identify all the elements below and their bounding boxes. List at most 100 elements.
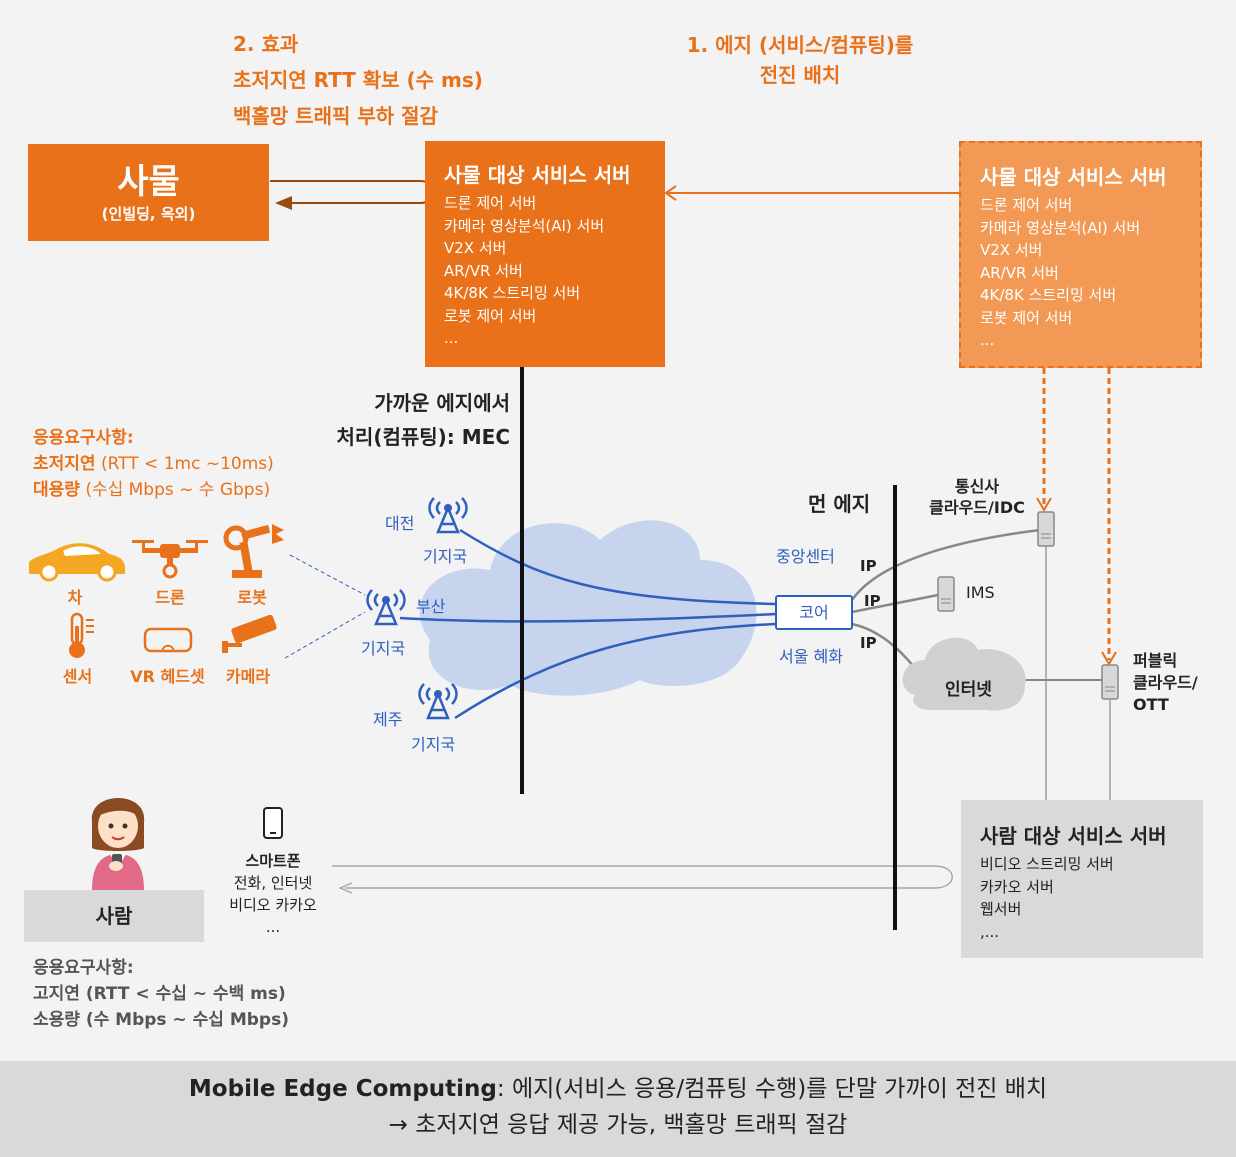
thing-req-title: 응용요구사항:	[33, 428, 134, 448]
far-edge-line	[893, 485, 897, 930]
edge-server-item: 카메라 영상분석(AI) 서버	[444, 216, 605, 235]
mec-label-line1: 가까운 에지에서	[374, 391, 510, 415]
cloud-server-item: 드론 제어 서버	[980, 196, 1073, 214]
deploy-note-line1: 1. 에지 (서비스/컴퓨팅)를	[686, 33, 914, 57]
latency-bold: 초저지연	[33, 454, 96, 474]
mec-label-line2: 처리(컴퓨팅): MEC	[336, 425, 510, 449]
edge-server-item: ...	[444, 329, 459, 347]
ip-label-telco: IP	[860, 557, 877, 575]
effect-rtt: 초저지연 RTT 확보 (수 ms)	[233, 68, 483, 92]
bs-daejeon-city: 대전	[385, 514, 415, 533]
link-smartphone-human	[332, 865, 953, 889]
bs-daejeon-label: 기지국	[423, 547, 468, 566]
arrow-edge-to-thing	[270, 180, 436, 204]
edge-server-item: 4K/8K 스트리밍 서버	[444, 284, 581, 302]
link-camera-busan	[284, 611, 366, 659]
footer-rest: : 에지(서비스 응용/컴퓨팅 수행)를 단말 가까이 전진 배치	[496, 1076, 1048, 1102]
smartphone-line1: 전화, 인터넷	[233, 874, 313, 892]
telco-line2: 클라우드/IDC	[929, 498, 1025, 517]
human-server-title: 사람 대상 서비스 서버	[980, 824, 1167, 848]
near-edge-line	[520, 366, 524, 794]
footer-summary: Mobile Edge Computing: 에지(서비스 응용/컴퓨팅 수행)…	[0, 1061, 1236, 1157]
server-icon-ims	[937, 576, 955, 612]
bs-busan-label: 기지국	[361, 639, 406, 658]
edge-service-server: 사물 대상 서비스 서버 드론 제어 서버 카메라 영상분석(AI) 서버 V2…	[425, 141, 665, 367]
bs-jeju-city: 제주	[373, 710, 403, 729]
human-server-item: 카카오 서버	[980, 877, 1054, 896]
footer-bold: Mobile Edge Computing	[188, 1076, 497, 1102]
cloud-server-title: 사물 대상 서비스 서버	[980, 165, 1167, 189]
link-daejeon-core	[459, 528, 777, 606]
capacity-rest: (수십 Mbps ~ 수 Gbps)	[79, 480, 271, 500]
device-label-drone: 드론	[155, 588, 185, 607]
person-req-title: 응용요구사항:	[33, 958, 134, 978]
cloud-server-item: 4K/8K 스트리밍 서버	[980, 286, 1117, 304]
smartphone-icon	[263, 807, 283, 839]
antenna-icon-jeju	[418, 683, 458, 720]
person-label: 사람	[95, 904, 133, 928]
thermometer-icon	[69, 612, 94, 658]
ip-label-internet: IP	[860, 634, 877, 652]
cloud-server-item: AR/VR 서버	[980, 263, 1059, 282]
public-line2: 클라우드/	[1133, 673, 1198, 692]
human-server-item: 비디오 스트리밍 서버	[980, 855, 1114, 873]
far-edge-label: 먼 에지	[808, 492, 871, 516]
latency-rest: (RTT < 1mc ~10ms)	[95, 454, 274, 474]
server-icon-telco	[1037, 511, 1055, 547]
smartphone-title: 스마트폰	[245, 852, 301, 870]
edge-server-item: AR/VR 서버	[444, 261, 523, 280]
bs-busan-city: 부산	[416, 597, 446, 616]
public-line1: 퍼블릭	[1133, 651, 1178, 670]
antenna-icon-daejeon	[428, 497, 468, 534]
vr-headset-icon	[143, 627, 193, 653]
device-label-sensor: 센서	[62, 667, 93, 686]
core-label: 코어	[799, 603, 829, 622]
smartphone-line3: ...	[265, 918, 281, 936]
cctv-camera-icon	[222, 615, 277, 653]
ip-label-ims: IP	[864, 592, 881, 610]
link-jeju-core	[454, 622, 777, 720]
human-service-server: 사람 대상 서비스 서버 비디오 스트리밍 서버 카카오 서버 웹서버 ,...	[961, 800, 1203, 958]
thing-box: 사물 (인빌딩, 옥외)	[28, 144, 269, 241]
core-node: 코어	[775, 595, 853, 630]
smartphone-info: 스마트폰 전화, 인터넷 비디오 카카오 ...	[208, 850, 338, 938]
edge-server-item: 드론 제어 서버	[444, 194, 537, 212]
antenna-icon-busan	[366, 589, 406, 626]
server-icon-public	[1101, 664, 1119, 700]
link-robot-busan	[289, 554, 366, 596]
edge-server-item: V2X 서버	[444, 239, 507, 257]
person-icon	[91, 798, 145, 890]
person-requirements: 응용요구사항: 고지연 (RTT < 수십 ~ 수백 ms) 소용량 (수 Mb…	[33, 955, 289, 1033]
footer-line2: → 초저지연 응답 제공 가능, 백홀망 트래픽 절감	[388, 1112, 848, 1138]
human-server-item: 웹서버	[980, 900, 1022, 918]
cloud-service-server: 사물 대상 서비스 서버 드론 제어 서버 카메라 영상분석(AI) 서버 V2…	[959, 141, 1202, 368]
effect-heading: 2. 효과	[233, 32, 299, 56]
bs-jeju-label: 기지국	[411, 735, 456, 754]
effect-backhaul: 백홀망 트래픽 부하 절감	[233, 104, 438, 128]
core-bottom-label: 서울 혜화	[779, 647, 843, 666]
human-server-item: ,...	[980, 922, 1000, 941]
person-req-latency: 고지연 (RTT < 수십 ~ 수백 ms)	[33, 984, 286, 1004]
effect-note: 2. 효과 초저지연 RTT 확보 (수 ms) 백홀망 트래픽 부하 절감	[233, 26, 483, 134]
thing-title: 사물	[117, 162, 180, 202]
thing-subtitle: (인빌딩, 옥외)	[101, 205, 196, 223]
smartphone-line2: 비디오 카카오	[229, 896, 317, 914]
edge-server-item: 로봇 제어 서버	[444, 306, 537, 325]
robot-arm-icon	[223, 524, 284, 578]
person-box: 사람	[24, 890, 204, 942]
link-busan-core	[399, 612, 777, 623]
edge-server-title: 사물 대상 서비스 서버	[444, 163, 631, 187]
thing-requirements: 응용요구사항: 초저지연 (RTT < 1mc ~10ms) 대용량 (수십 M…	[33, 425, 274, 503]
cloud-server-item: 카메라 영상분석(AI) 서버	[980, 218, 1141, 237]
thing-req-latency: 초저지연 (RTT < 1mc ~10ms)	[33, 451, 274, 477]
telco-cloud-label: 통신사 클라우드/IDC	[922, 476, 1032, 518]
internet-label: 인터넷	[945, 680, 992, 700]
link-core-internet	[851, 622, 916, 669]
footer-line1: Mobile Edge Computing: 에지(서비스 응용/컴퓨팅 수행)…	[0, 1071, 1236, 1107]
ims-label: IMS	[966, 583, 995, 602]
deploy-note: 1. 에지 (서비스/컴퓨팅)를 전진 배치	[660, 30, 940, 90]
mec-label: 가까운 에지에서 처리(컴퓨팅): MEC	[300, 386, 510, 454]
person-req-capacity: 소용량 (수 Mbps ~ 수십 Mbps)	[33, 1010, 289, 1030]
public-cloud-label: 퍼블릭 클라우드/ OTT	[1133, 650, 1198, 716]
